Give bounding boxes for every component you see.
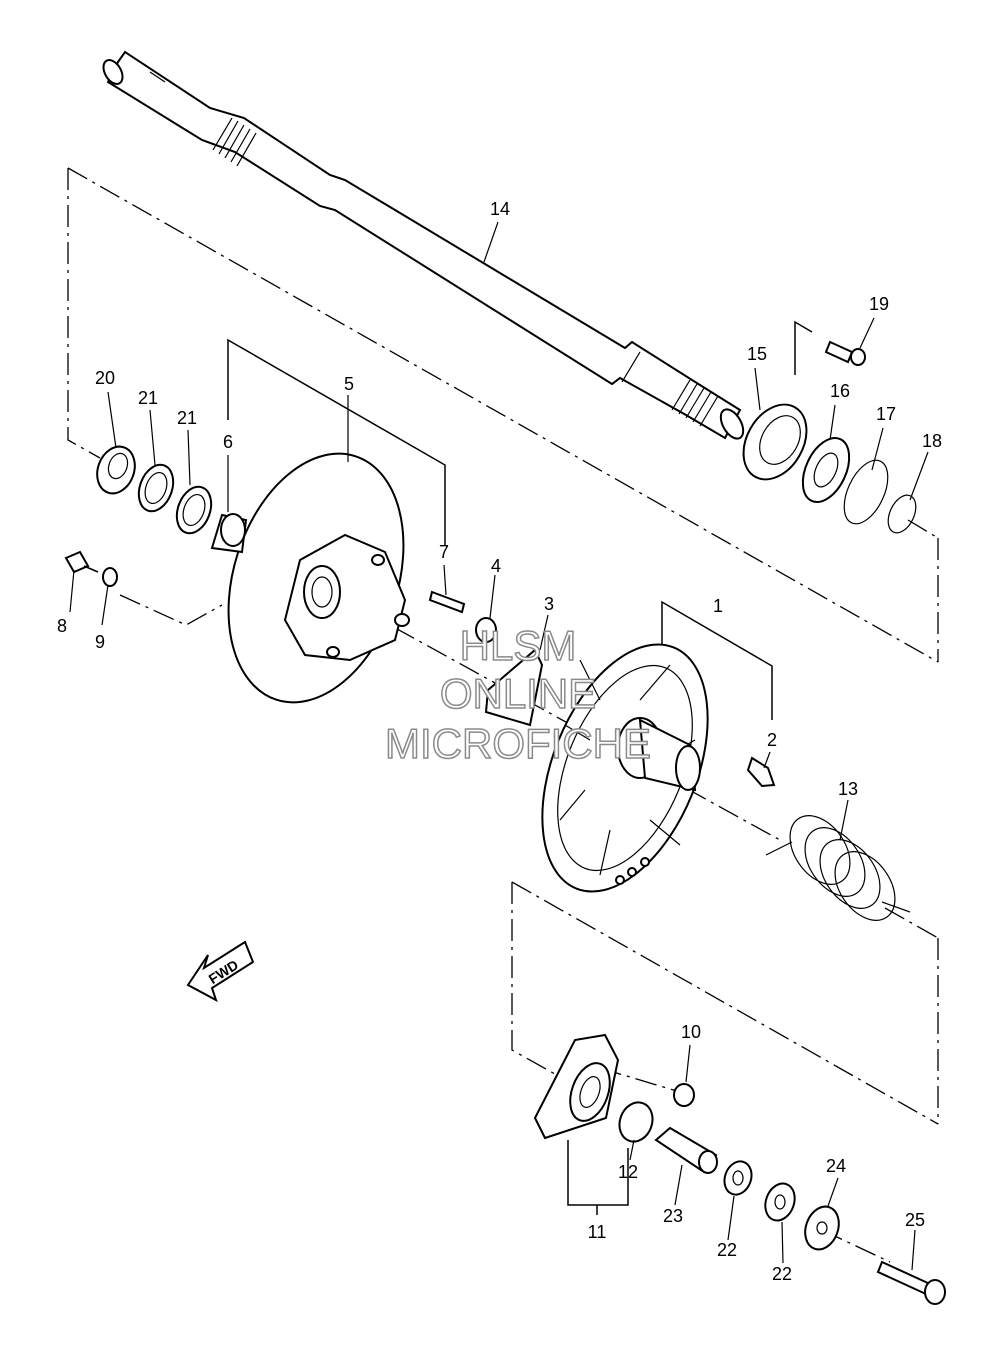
callout-18: 18	[922, 431, 942, 451]
callout-3: 3	[544, 594, 554, 614]
callout-19: 19	[869, 294, 889, 314]
leader-lines	[69, 221, 929, 1271]
shaft-part-14	[102, 50, 745, 440]
sheave-part-5	[227, 452, 410, 704]
callout-23: 23	[663, 1206, 683, 1226]
watermark-line-2: ONLINE	[440, 670, 596, 717]
watermark: HLSM ONLINE MICROFICHE	[384, 621, 652, 768]
watermark-line-3: MICROFICHE	[385, 720, 651, 767]
watermark-line-1: HLSM	[460, 622, 577, 669]
callout-4: 4	[491, 556, 501, 576]
callout-15: 15	[747, 344, 767, 364]
callout-22b: 22	[772, 1264, 792, 1284]
callout-5: 5	[344, 374, 354, 394]
callout-1: 1	[713, 596, 723, 616]
callout-22a: 22	[717, 1240, 737, 1260]
small-parts	[64, 340, 946, 1305]
callout-25: 25	[905, 1210, 925, 1230]
brackets	[227, 320, 813, 1215]
callout-9: 9	[95, 632, 105, 652]
callout-11: 11	[588, 1222, 607, 1242]
callout-labels: 1 2 3 4 5 6 7 8 9 10 11 12 13 14 15 16 1…	[57, 199, 942, 1284]
callout-6: 6	[223, 432, 233, 452]
callout-7: 7	[439, 542, 449, 562]
callout-13: 13	[838, 779, 858, 799]
fwd-arrow-icon: FWD	[186, 940, 255, 1003]
callout-17: 17	[876, 404, 896, 424]
callout-2: 2	[767, 730, 777, 750]
callout-21b: 21	[177, 408, 197, 428]
callout-20: 20	[95, 368, 115, 388]
callout-14: 14	[490, 199, 510, 219]
callout-8: 8	[57, 616, 67, 636]
callout-21a: 21	[138, 388, 158, 408]
callout-24: 24	[826, 1156, 846, 1176]
callout-10: 10	[681, 1022, 701, 1042]
callout-12: 12	[618, 1162, 638, 1182]
callout-16: 16	[830, 381, 850, 401]
sheave-part-1	[541, 643, 709, 893]
